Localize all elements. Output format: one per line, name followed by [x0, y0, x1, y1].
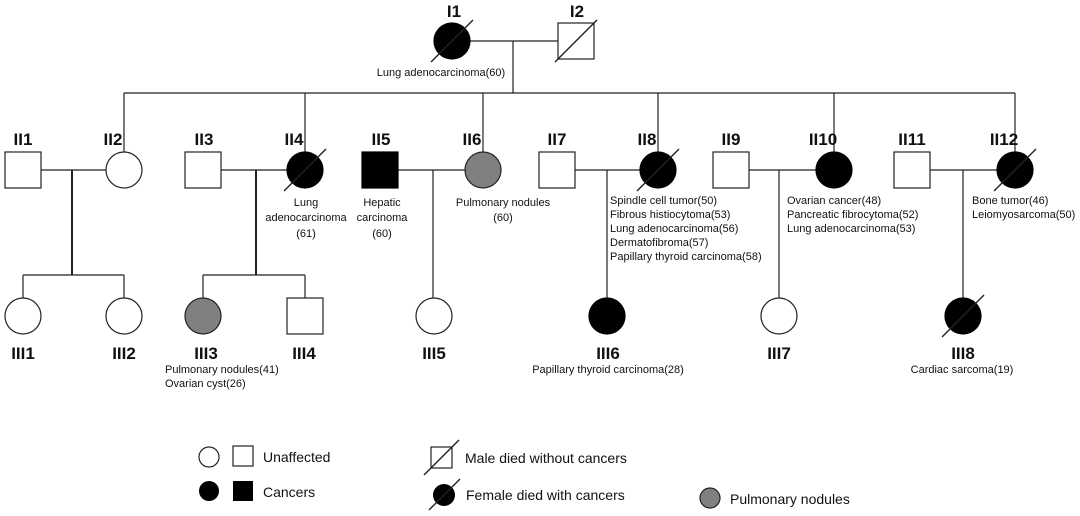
note-II10-1: Ovarian cancer(48) — [787, 195, 881, 207]
label-III6: III6 — [596, 344, 620, 363]
deceased-slash-III8 — [941, 294, 985, 338]
label-III2: III2 — [112, 344, 136, 363]
label-III1: III1 — [11, 344, 35, 363]
label-I1: I1 — [447, 2, 461, 21]
symbol-III3 — [184, 297, 222, 335]
symbol-II5 — [361, 151, 399, 189]
symbol-II9 — [712, 151, 750, 189]
label-II11: II11 — [898, 130, 925, 149]
symbol-III6 — [588, 297, 626, 335]
note-III6-1: Papillary thyroid carcinoma(28) — [532, 364, 684, 376]
legend: Unaffected Cancers Male died without can… — [198, 439, 850, 511]
note-III8-1: Cardiac sarcoma(19) — [911, 364, 1014, 376]
label-II2: II2 — [104, 130, 123, 149]
label-III4: III4 — [292, 344, 316, 363]
symbol-II1 — [4, 151, 42, 189]
legend-cancer-circle — [199, 481, 219, 501]
note-II5-2: carcinoma — [357, 212, 409, 224]
annotations: Lung adenocarcinoma(60) Lung adenocarcin… — [165, 67, 1075, 390]
note-I1: Lung adenocarcinoma(60) — [377, 67, 505, 79]
note-II12-1: Bone tumor(46) — [972, 195, 1048, 207]
legend-male-died-slash — [423, 439, 460, 476]
symbol-II7 — [538, 151, 576, 189]
note-II5-3: (60) — [372, 228, 392, 240]
label-II6: II6 — [463, 130, 482, 149]
symbol-III7 — [760, 297, 798, 335]
deceased-slash-I2 — [554, 19, 598, 63]
label-II9: II9 — [722, 130, 741, 149]
label-II4: II4 — [285, 130, 304, 149]
note-III3-2: Ovarian cyst(26) — [165, 378, 246, 390]
note-II4-2: adenocarcinoma — [265, 212, 347, 224]
label-II12: II12 — [990, 130, 1018, 149]
note-III3-1: Pulmonary nodules(41) — [165, 364, 279, 376]
legend-female-died-label: Female died with cancers — [466, 487, 625, 503]
label-II8: II8 — [638, 130, 657, 149]
note-II4-3: (61) — [296, 228, 316, 240]
label-II7: II7 — [548, 130, 567, 149]
legend-unaffected-square — [232, 445, 254, 467]
note-II5-1: Hepatic — [363, 197, 401, 209]
label-III5: III5 — [422, 344, 446, 363]
pedigree-lines — [22, 40, 1016, 298]
note-II10-2: Pancreatic fibrocytoma(52) — [787, 209, 918, 221]
symbol-III5 — [415, 297, 453, 335]
individual-labels: I1 I2 II1 II2 II3 II4 II5 II6 II7 II8 II… — [11, 2, 1018, 363]
symbol-II10 — [815, 151, 853, 189]
legend-unaffected-circle — [198, 446, 220, 468]
label-II3: II3 — [195, 130, 214, 149]
legend-unaffected-label: Unaffected — [263, 449, 330, 465]
note-II6-2: (60) — [493, 212, 513, 224]
label-II5: II5 — [372, 130, 391, 149]
deceased-slash-II4 — [283, 148, 327, 192]
note-II12-2: Leiomyosarcoma(50) — [972, 209, 1075, 221]
note-II4-1: Lung — [294, 197, 318, 209]
deceased-slash-II12 — [993, 148, 1037, 192]
symbol-II2 — [105, 151, 143, 189]
label-II10: II10 — [809, 130, 837, 149]
symbol-III2 — [105, 297, 143, 335]
deceased-slash-II8 — [636, 148, 680, 192]
symbol-III4 — [286, 297, 324, 335]
pedigree-symbols — [4, 19, 1037, 338]
legend-cancer-label: Cancers — [263, 484, 315, 500]
symbol-II6 — [464, 151, 502, 189]
label-III7: III7 — [767, 344, 791, 363]
label-III8: III8 — [951, 344, 975, 363]
note-II10-3: Lung adenocarcinoma(53) — [787, 223, 915, 235]
note-II8-5: Papillary thyroid carcinoma(58) — [610, 251, 762, 263]
symbol-II11 — [893, 151, 931, 189]
legend-cancer-square — [233, 481, 253, 501]
legend-nodules-label: Pulmonary nodules — [730, 491, 850, 507]
legend-nodules-circle — [699, 487, 721, 509]
note-II6-1: Pulmonary nodules — [456, 197, 551, 209]
note-II8-4: Dermatofibroma(57) — [610, 237, 708, 249]
legend-female-died-slash — [428, 478, 461, 511]
label-II1: II1 — [14, 130, 33, 149]
note-II8-2: Fibrous histiocytoma(53) — [610, 209, 730, 221]
note-II8-1: Spindle cell tumor(50) — [610, 195, 717, 207]
label-III3: III3 — [194, 344, 218, 363]
deceased-slash-I1 — [430, 19, 474, 63]
symbol-III1 — [4, 297, 42, 335]
symbol-II3 — [184, 151, 222, 189]
label-I2: I2 — [570, 2, 584, 21]
note-II8-3: Lung adenocarcinoma(56) — [610, 223, 738, 235]
legend-male-died-label: Male died without cancers — [465, 450, 627, 466]
